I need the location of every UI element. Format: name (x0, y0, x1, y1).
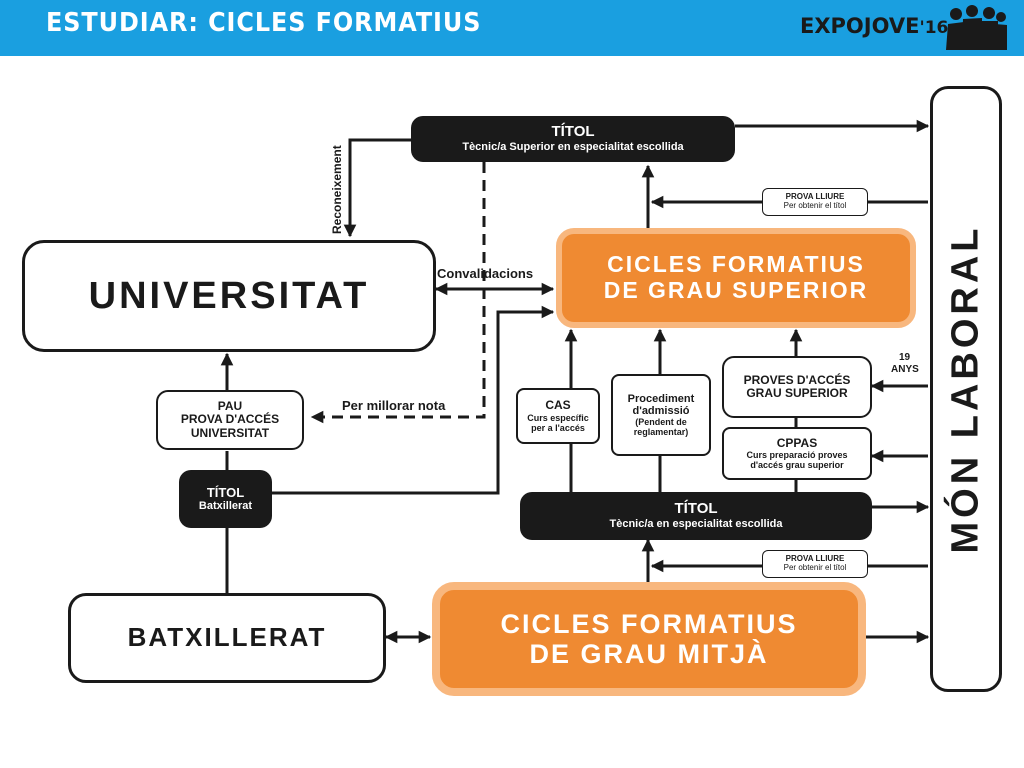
procediment-line4: reglamentar) (633, 427, 689, 438)
proves-acces-box: PROVES D'ACCÉS GRAU SUPERIOR (722, 356, 872, 418)
procediment-line2: d'admissió (632, 404, 690, 417)
reconeixement-label: Reconeixement (330, 145, 344, 234)
pau-line1: PAU (217, 398, 243, 413)
cppas-line1: Curs preparació proves (746, 450, 848, 461)
age-anys-label: ANYS (891, 364, 919, 375)
header-bar (0, 0, 1024, 56)
pau-line3: UNIVERSITAT (190, 425, 270, 440)
prova-lliure-top-subtitle: Per obtenir el títol (783, 201, 847, 210)
proves-line1: PROVES D'ACCÉS (743, 372, 851, 387)
procediment-line1: Procediment (627, 392, 695, 405)
procediment-line3: (Pendent de (635, 417, 687, 428)
titol-tecnic-subtitle: Tècnic/a en especialitat escollida (609, 518, 783, 531)
mon-laboral-label: MÓN LABORAL (944, 224, 987, 554)
titol-superior-title: TÍTOL (551, 123, 595, 141)
prova-lliure-top-title: PROVA LLIURE (785, 192, 845, 202)
titol-superior-subtitle: Tècnic/a Superior en especialitat escoll… (462, 141, 684, 154)
cfgs-line2: DE GRAU SUPERIOR (603, 277, 869, 303)
cicles-grau-superior-box: CICLES FORMATIUS DE GRAU SUPERIOR (556, 228, 916, 328)
logo-year: '16 (919, 18, 949, 38)
mon-laboral-box: MÓN LABORAL (930, 86, 1002, 692)
cicles-grau-mitja-box: CICLES FORMATIUS DE GRAU MITJÀ (432, 582, 866, 696)
universitat-box: UNIVERSITAT (22, 240, 436, 352)
titol-batxillerat-box: TÍTOL Batxillerat (179, 470, 272, 528)
prova-lliure-bottom-subtitle: Per obtenir el títol (783, 563, 847, 572)
expojove-logo: EXPOJOVE'16 (800, 14, 948, 38)
titol-tecnic-box: TÍTOL Tècnic/a en especialitat escollida (520, 492, 872, 540)
prova-lliure-bottom-box: PROVA LLIURE Per obtenir el títol (762, 550, 868, 578)
cas-line2: per a l'accés (531, 422, 585, 433)
cppas-box: CPPAS Curs preparació proves d'accés gra… (722, 427, 872, 480)
cas-line1: Curs específic (527, 412, 589, 423)
logo-text: EXPOJOVE (800, 14, 920, 38)
prova-lliure-top-box: PROVA LLIURE Per obtenir el títol (762, 188, 868, 216)
cfgm-line2: DE GRAU MITJÀ (529, 639, 769, 669)
cfgm-line1: CICLES FORMATIUS (500, 608, 798, 639)
pau-box: PAU PROVA D'ACCÉS UNIVERSITAT (156, 390, 304, 450)
cas-box: CAS Curs específic per a l'accés (516, 388, 600, 444)
age-19-label: 19 (899, 352, 911, 363)
prova-lliure-bottom-title: PROVA LLIURE (785, 554, 845, 564)
cas-title: CAS (545, 398, 571, 413)
procediment-admissio-box: Procediment d'admissió (Pendent de regla… (611, 374, 711, 456)
cppas-line2: d'accés grau superior (750, 460, 844, 471)
per-millorar-nota-label: Per millorar nota (342, 398, 446, 413)
titol-superior-box: TÍTOL Tècnic/a Superior en especialitat … (411, 116, 735, 162)
page-title: ESTUDIAR: CICLES FORMATIUS (46, 8, 482, 38)
titol-batx-title: TÍTOL (206, 484, 245, 500)
pau-line2: PROVA D'ACCÉS (180, 412, 280, 427)
cppas-title: CPPAS (776, 435, 818, 450)
batxillerat-label: BATXILLERAT (127, 622, 327, 653)
convalidacions-label: Convalidacions (437, 266, 534, 281)
batxillerat-box: BATXILLERAT (68, 593, 386, 683)
titol-batx-subtitle: Batxillerat (198, 500, 253, 513)
universitat-label: UNIVERSITAT (88, 274, 370, 317)
cfgs-line1: CICLES FORMATIUS (607, 251, 865, 278)
proves-line2: GRAU SUPERIOR (746, 386, 848, 400)
titol-tecnic-title: TÍTOL (674, 500, 718, 518)
people-logo-icon (946, 5, 1007, 50)
